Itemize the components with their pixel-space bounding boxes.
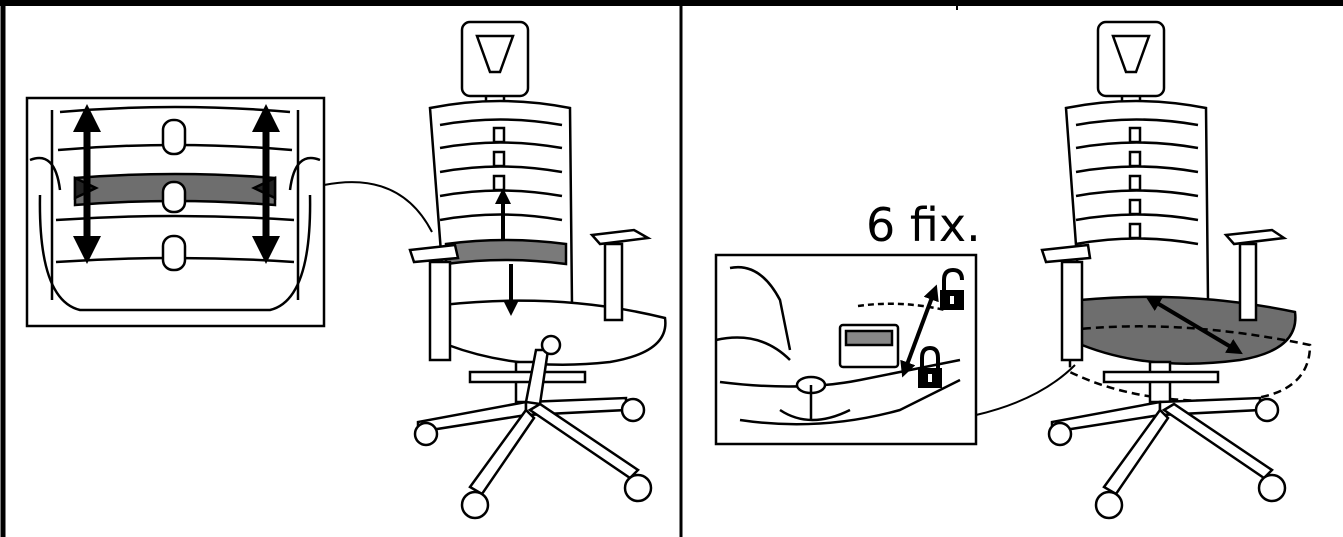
lumbar-inset bbox=[27, 98, 324, 326]
right-panel bbox=[716, 22, 1310, 518]
office-chair-left bbox=[410, 22, 665, 518]
callout-line bbox=[976, 365, 1075, 415]
left-panel bbox=[27, 22, 665, 518]
office-chair-right bbox=[1042, 22, 1310, 518]
callout-line bbox=[324, 182, 432, 232]
fix-positions-label: 6 fix. bbox=[866, 198, 981, 252]
